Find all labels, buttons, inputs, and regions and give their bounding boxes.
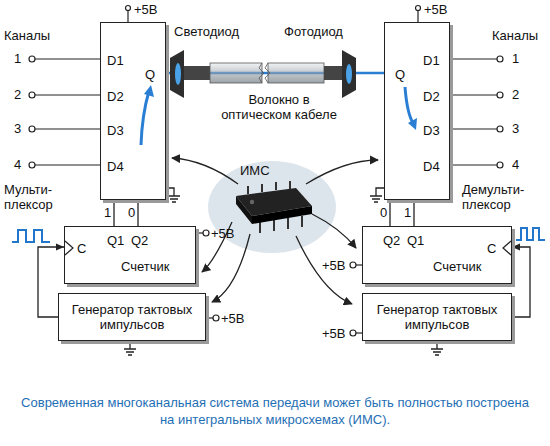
pin-label: D3 [107,123,124,138]
signal-wire [138,200,139,226]
led-symbol [170,50,210,98]
arrow-head [512,244,520,251]
supply-label: +5В [322,258,346,273]
part-name: Мульти-плексор [4,182,68,212]
switch-arrow [405,87,413,123]
photodiode-symbol [324,50,356,98]
switch-arrow [141,91,149,145]
bit-label: 0 [380,205,387,220]
switch-symbol [385,23,451,201]
channels-heading: Каналы [492,28,538,43]
part-name: Светодиод [174,24,239,39]
channel-number: 4 [512,157,519,172]
wire-path [512,247,530,317]
signal-wire [512,244,530,318]
ic-arrows [172,158,378,304]
optical-fiber [210,63,324,83]
channel-number: 1 [14,51,21,66]
supply-label: +5В [221,311,245,326]
pin-label: D1 [423,53,440,68]
supply-label: +5В [322,326,346,341]
wire-path [137,200,138,226]
supply-label: +5В [424,2,448,17]
wire-path [389,200,390,226]
switch-arrow-head [144,85,154,97]
signal-wire [114,200,115,226]
arrow-head [56,244,64,251]
channel-number: 3 [14,121,21,136]
pin-label: D1 [107,53,124,68]
pin-label: C [77,241,86,256]
block-title: Генератор тактовых импульсов [368,302,506,332]
switch-symbol [101,23,167,201]
pin-label: Q2 [131,233,148,248]
channel-number: 2 [14,87,21,102]
wire-path [113,200,114,226]
pin-label: D4 [423,159,440,174]
pin-label: Q2 [383,233,400,248]
demultiplexer-box: D1D2D3D4 Q [384,22,450,200]
signal-wire [414,200,415,226]
multiplexer-box: D1D2D3D4 Q [100,22,166,200]
bit-label: 0 [128,205,135,220]
counter-box: Q2 Q1C Счетчик [362,226,512,284]
clock-generator-box: Генератор тактовых импульсов [58,293,206,341]
supply-terminals [126,6,421,337]
input-wires [29,56,100,168]
clock-input-symbol [65,241,73,255]
part-name: Демульти-плексор [462,182,546,212]
pin-label: Q [395,67,405,82]
caption: Современная многоканальная система перед… [20,394,530,428]
part-name: Фотодиод [284,24,343,39]
channel-number: 2 [512,87,519,102]
wire-path [413,200,414,226]
channel-number: 4 [14,157,21,172]
switch-arrow-head [408,118,417,130]
channel-number: 1 [512,51,519,66]
pin-label: D2 [423,89,440,104]
ic-chip [208,161,336,253]
part-name: Волокно в оптическом кабеле [212,92,346,122]
pin-label: D2 [107,89,124,104]
block-title: Счетчик [433,259,482,274]
channels-heading: Каналы [4,28,50,43]
output-wires [450,56,503,168]
counter-box: C Q1 Q2Счетчик [64,226,196,284]
pin-label: Q [145,67,155,82]
clock-input-symbol [503,241,511,255]
bit-label: 1 [404,205,411,220]
bit-label: 1 [104,205,111,220]
channel-number: 3 [512,121,519,136]
signal-wire [390,200,391,226]
pin-label: C [487,241,496,256]
clock-generator-box: Генератор тактовых импульсов [362,293,512,341]
block-title: Генератор тактовых импульсов [64,302,200,332]
pin-label: Q1 [407,233,424,248]
pin-label: D4 [107,159,124,174]
block-title: Счетчик [121,259,170,274]
supply-label: +5В [134,2,158,17]
pin-label: Q1 [107,233,124,248]
part-name: ИМС [240,163,270,178]
pin-label: D3 [423,123,440,138]
supply-label: +5В [211,226,235,241]
